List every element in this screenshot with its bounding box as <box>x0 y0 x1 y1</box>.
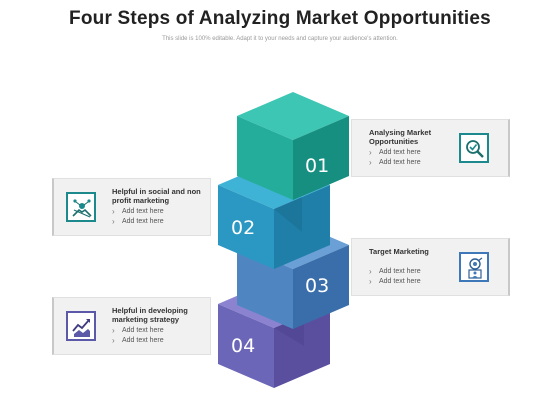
cube-04-number: 04 <box>231 335 255 357</box>
list-item: Add text here <box>112 326 164 336</box>
network-hands-icon <box>66 192 96 222</box>
list-item: Add text here <box>369 267 421 277</box>
list-item: Add text here <box>112 207 164 217</box>
list-item: Add text here <box>369 148 421 158</box>
cube-03-number: 03 <box>305 275 329 297</box>
slide-subtitle: This slide is 100% editable. Adapt it to… <box>162 36 398 42</box>
growth-chart-icon <box>66 311 96 341</box>
step-card-04: Helpful in developing marketing strategy… <box>52 297 211 355</box>
cube-01: 01 <box>237 92 349 200</box>
target-person-icon <box>459 252 489 282</box>
step-heading: Helpful in social and non profit marketi… <box>112 187 201 205</box>
step-items: Add text here Add text here <box>112 326 164 345</box>
list-item: Add text here <box>369 158 421 168</box>
magnifier-check-icon <box>459 133 489 163</box>
step-items: Add text here Add text here <box>369 148 421 167</box>
step-card-02: Helpful in social and non profit marketi… <box>52 178 211 236</box>
list-item: Add text here <box>112 336 164 346</box>
step-card-03: Target Marketing Add text here Add text … <box>351 238 510 296</box>
step-card-01: Analysing Market Opportunities Add text … <box>351 119 510 177</box>
step-heading: Analysing Market Opportunities <box>369 128 432 146</box>
step-heading: Target Marketing <box>369 247 429 256</box>
step-items: Add text here Add text here <box>369 267 421 286</box>
list-item: Add text here <box>112 217 164 227</box>
step-heading: Helpful in developing marketing strategy <box>112 306 188 324</box>
cube-02-number: 02 <box>231 217 255 239</box>
slide-title: Four Steps of Analyzing Market Opportuni… <box>69 8 491 29</box>
cube-01-number: 01 <box>305 155 329 177</box>
list-item: Add text here <box>369 277 421 287</box>
step-items: Add text here Add text here <box>112 207 164 226</box>
